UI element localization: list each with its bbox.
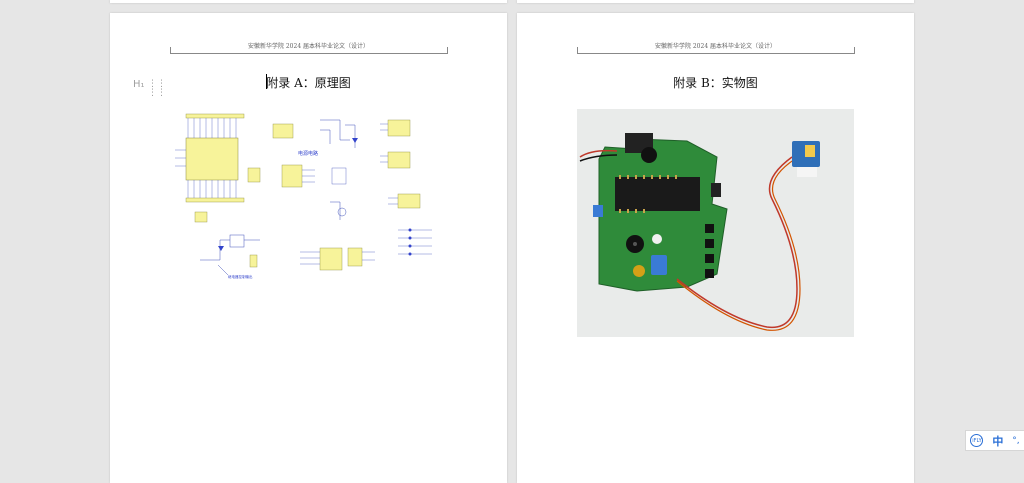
power-circuit-label: 电源电路 (298, 150, 318, 157)
previous-page-left (110, 0, 507, 3)
ime-language-toggle[interactable]: 中 (992, 434, 1004, 448)
previous-page-right (517, 0, 914, 3)
buzzer-ic-2 (347, 247, 363, 267)
servo-cable (676, 156, 798, 329)
led-array (398, 229, 432, 255)
page-header: 安徽新华学院 2024 届本科毕业论文（设计） (247, 43, 370, 50)
mcu-chip (185, 137, 239, 181)
ime-logo-icon[interactable]: iFLY (970, 434, 984, 447)
led-blue (218, 246, 224, 251)
header-pins-bottom (185, 197, 245, 203)
hardware-photo[interactable] (577, 109, 854, 337)
header-corner-left (170, 47, 171, 53)
module-1 (387, 119, 411, 137)
capacitor (652, 234, 662, 244)
header-corner-right (854, 47, 855, 53)
page-header: 安徽新华学院 2024 届本科毕业论文（设计） (654, 43, 777, 50)
coin-battery (633, 265, 645, 277)
relay (229, 234, 245, 248)
header-rule (577, 53, 855, 54)
push-buttons (705, 224, 714, 278)
module-3 (397, 193, 421, 209)
sensor (641, 147, 657, 163)
header-pins-top (185, 113, 245, 119)
header-corner-left (577, 47, 578, 53)
appendix-b-title[interactable]: 附录 B：实物图 (673, 76, 758, 90)
blue-module (651, 255, 667, 275)
header-corner-right (447, 47, 448, 53)
relay-terminal (249, 254, 258, 268)
document-page-appendix-a[interactable]: 安徽新华学院 2024 届本科毕业论文（设计） 附录 A：原理图 (110, 13, 507, 483)
crystal (247, 167, 261, 183)
appendix-a-title[interactable]: 附录 A：原理图 (266, 76, 351, 90)
regulator (272, 123, 294, 139)
driver-ic (281, 164, 303, 188)
header-rule (170, 53, 448, 54)
drag-handle-icon[interactable]: ⋮⋮⋮⋮ (148, 79, 166, 98)
mcu-module (615, 177, 700, 211)
module-2 (387, 151, 411, 169)
diode (352, 138, 358, 143)
text-cursor (266, 74, 267, 89)
relay-label: 继电器控制输出 (228, 274, 253, 279)
schematic-diagram: 电源电路 继电器控制输出 (175, 113, 432, 279)
heading-level-icon[interactable]: H₁ (133, 79, 145, 90)
small-connector (194, 211, 208, 223)
servo-connector (331, 167, 347, 185)
ime-settings-icon[interactable]: °, (1012, 435, 1020, 446)
buzzer-ic (319, 247, 343, 271)
ime-toolbar[interactable]: iFLY 中 °, (965, 430, 1024, 451)
